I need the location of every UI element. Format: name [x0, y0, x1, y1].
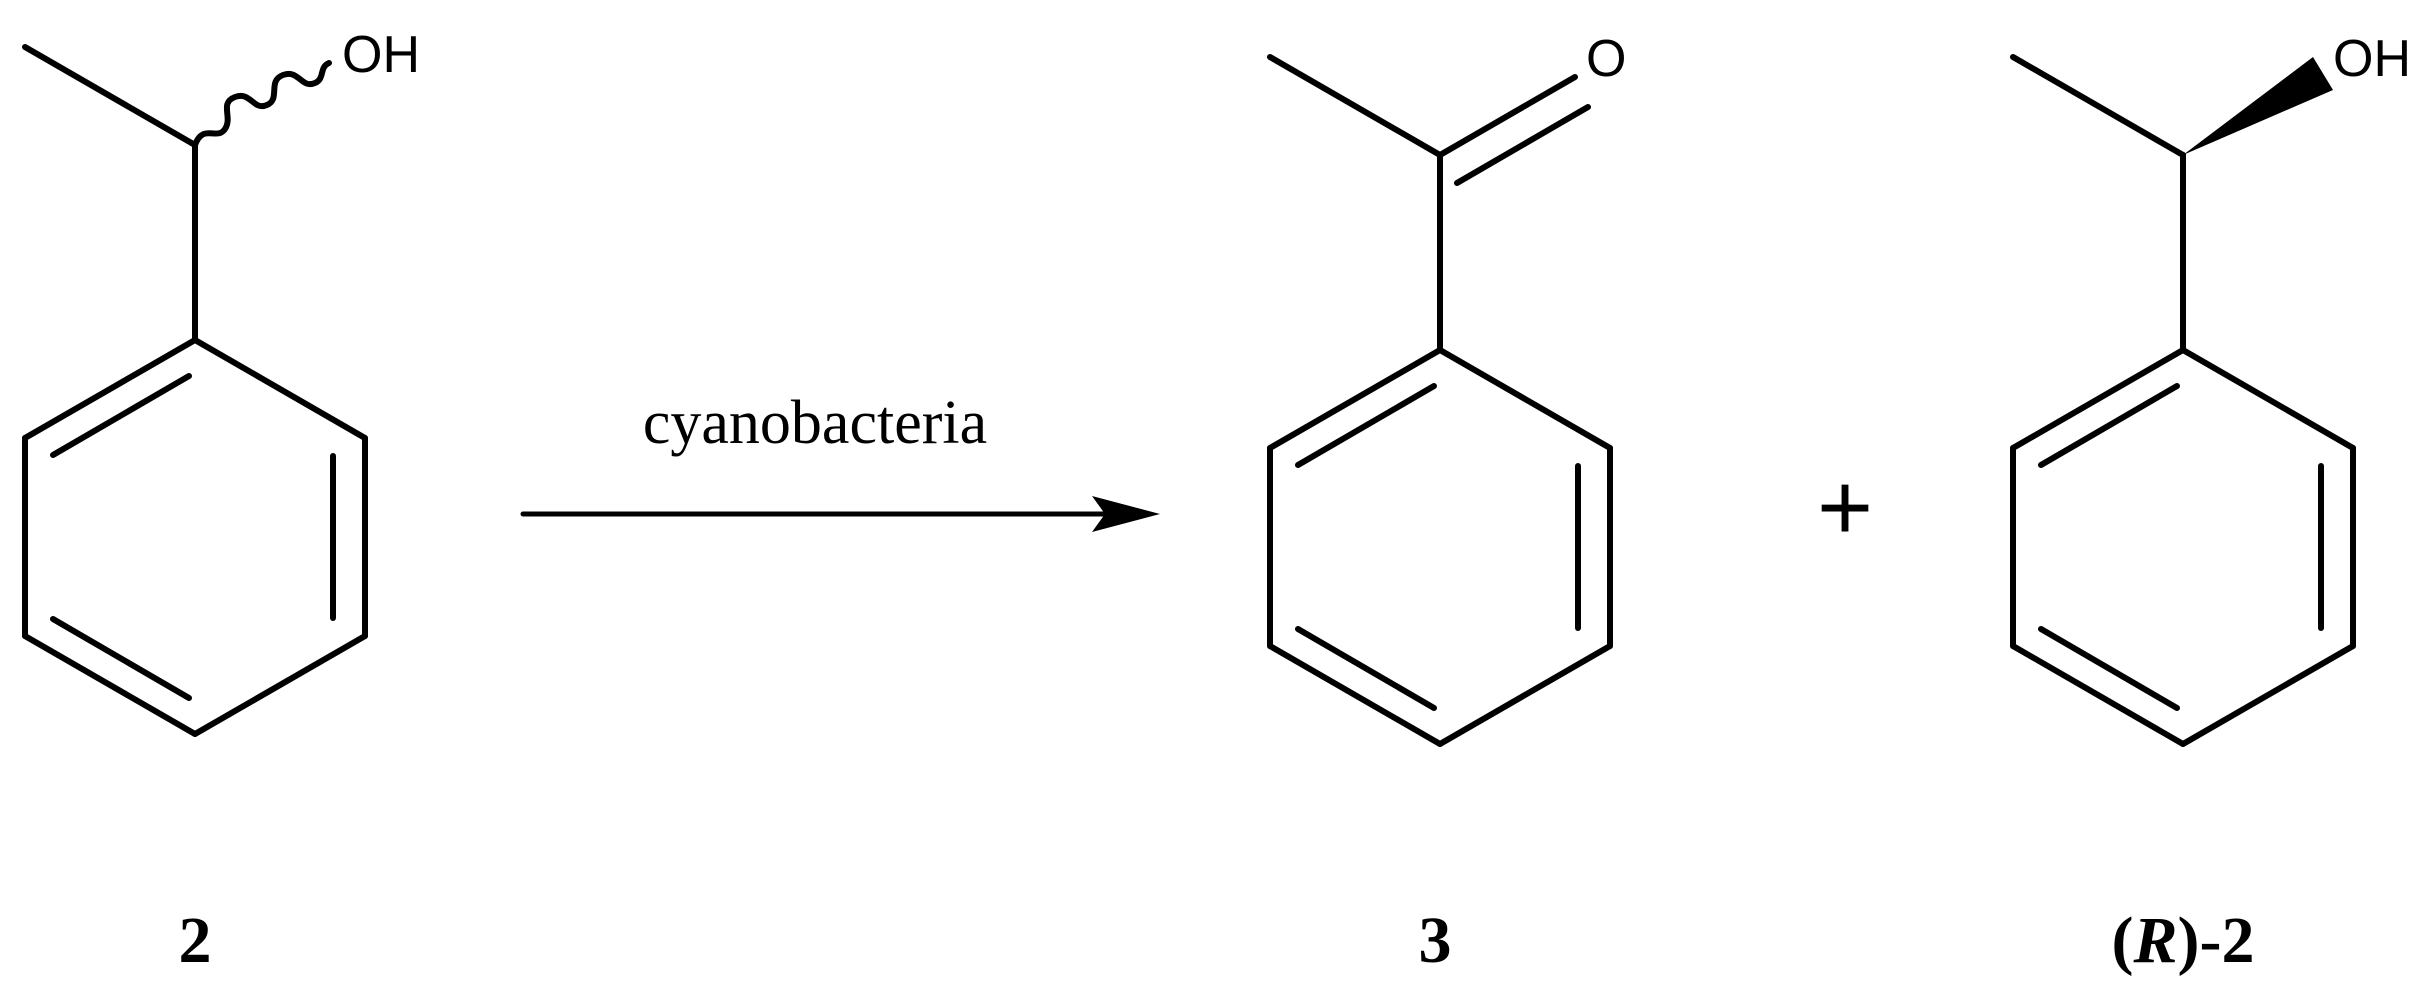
bond-methyl	[2010, 54, 2186, 158]
wavy-bond	[192, 60, 332, 148]
molecule-compound-2: OH	[22, 26, 420, 737]
bond-methyl	[22, 44, 198, 148]
label-compound-r-2: (R)-2	[2112, 904, 2255, 977]
molecule-compound-r-2: OH	[2010, 30, 2411, 747]
label-compound-2: 2	[179, 904, 212, 977]
label-suffix: )-2	[2178, 904, 2255, 977]
benzene-ring	[22, 337, 368, 737]
reagent-label: cyanobacteria	[643, 389, 987, 457]
bond-methyl	[1267, 54, 1443, 158]
plus-sign: +	[1817, 454, 1873, 561]
label-compound-3: 3	[1419, 904, 1452, 977]
wedge-bond	[2183, 57, 2333, 155]
carbonyl-bond-2	[1454, 104, 1591, 186]
reaction-arrow-group: cyanobacteria	[520, 389, 1160, 532]
oh-label: OH	[342, 26, 420, 84]
benzene-ring	[2010, 347, 2356, 747]
molecule-compound-3: O	[1267, 30, 1626, 747]
carbonyl-bond-1	[1437, 74, 1578, 158]
arrow-head	[1092, 496, 1160, 532]
oxygen-label: O	[1586, 30, 1626, 88]
benzene-ring	[1267, 347, 1613, 747]
label-open-paren: (	[2112, 904, 2134, 977]
label-configuration: R	[2132, 904, 2177, 977]
oh-label: OH	[2333, 30, 2411, 88]
